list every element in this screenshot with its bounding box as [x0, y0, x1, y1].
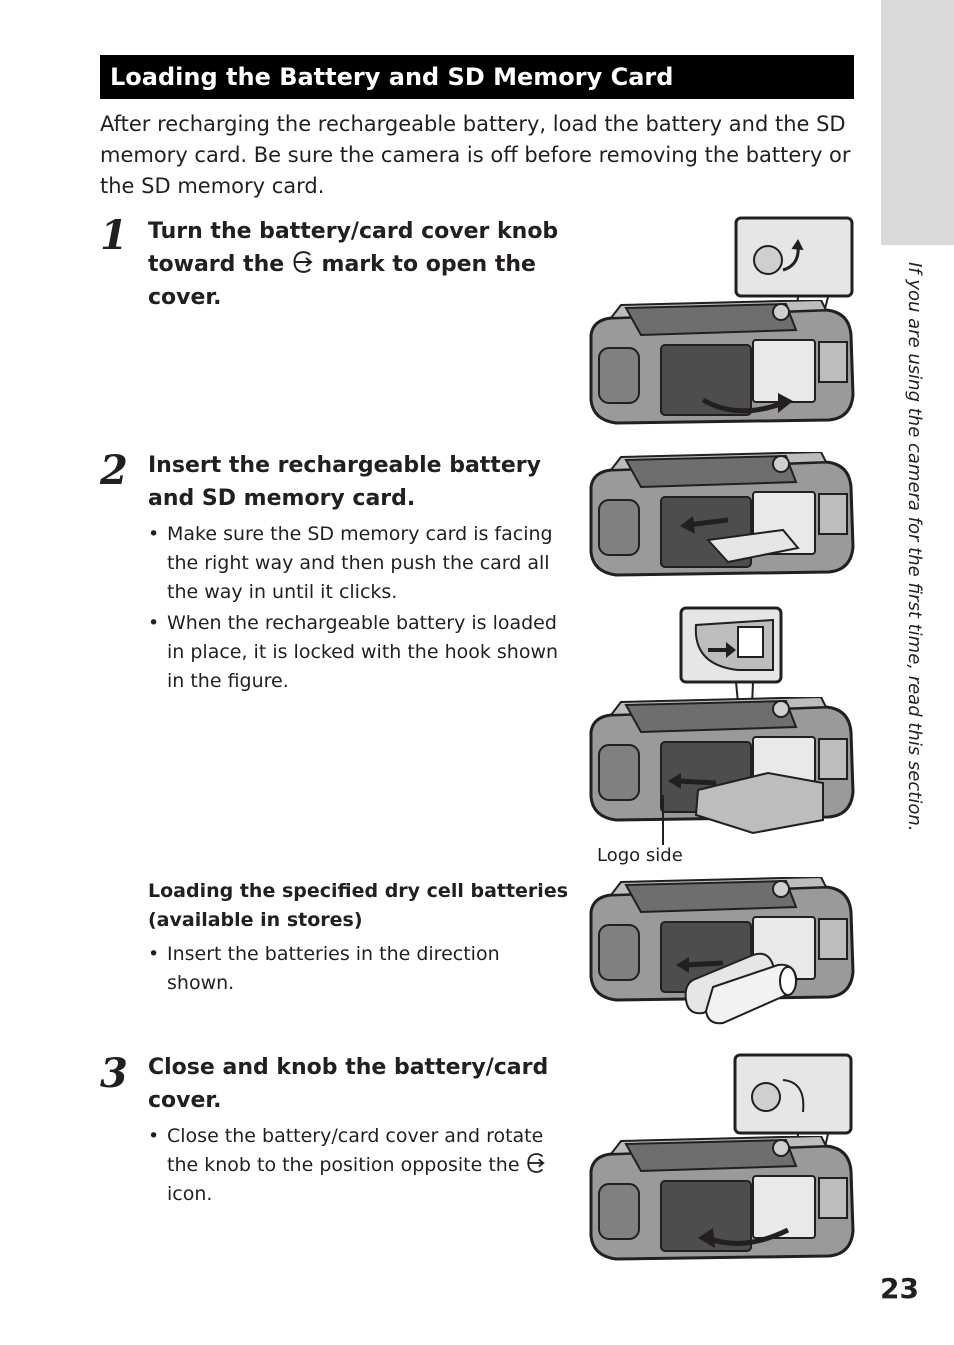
list-item: Insert the batteries in the direction sh…	[148, 940, 563, 998]
open-mark-icon	[526, 1152, 546, 1174]
step-3-bullet-start: Close the battery/card cover and rotate …	[167, 1125, 544, 1176]
figure-label-logo-side: Logo side	[597, 845, 683, 866]
step-3-bullet-end: icon.	[167, 1183, 213, 1205]
step-1-title-start: Turn the battery/card cover knob toward …	[148, 219, 559, 277]
page-number: 23	[880, 1272, 919, 1305]
step-3-title: Close and knob the battery/card cover.	[148, 1055, 549, 1113]
step-3-number: 3	[100, 1050, 128, 1097]
open-mark-icon	[292, 250, 314, 274]
sd-card-illustration	[589, 452, 855, 577]
step-1-number: 1	[100, 212, 128, 259]
step-3-bullets: Close the battery/card cover and rotate …	[148, 1122, 563, 1211]
section-header: Loading the Battery and SD Memory Card	[100, 55, 854, 99]
list-item: Make sure the SD memory card is facing t…	[148, 520, 563, 607]
chapter-tab	[881, 0, 954, 245]
step-3-illustration	[589, 1053, 855, 1261]
step-2-number: 2	[100, 447, 128, 494]
intro-paragraph: After recharging the rechargeable batter…	[100, 112, 851, 198]
step-2-title: Insert the rechargeable battery and SD m…	[148, 453, 541, 511]
chapter-side-text: If you are using the camera for the firs…	[904, 262, 925, 832]
dry-cell-subtitle: Loading the specified dry cell batteries…	[148, 880, 569, 931]
step-1-title: Turn the battery/card cover knob toward …	[148, 215, 568, 314]
dry-cell-bullets: Insert the batteries in the direction sh…	[148, 940, 563, 1000]
list-item: When the rechargeable battery is loaded …	[148, 609, 563, 696]
step-2-bullets: Make sure the SD memory card is facing t…	[148, 520, 563, 698]
dry-cell-illustration	[589, 877, 855, 1025]
battery-illustration	[589, 606, 855, 845]
step-1-illustration	[589, 216, 855, 425]
list-item: Close the battery/card cover and rotate …	[148, 1122, 563, 1209]
step-1-title-end: mark to open the cover.	[148, 252, 536, 310]
